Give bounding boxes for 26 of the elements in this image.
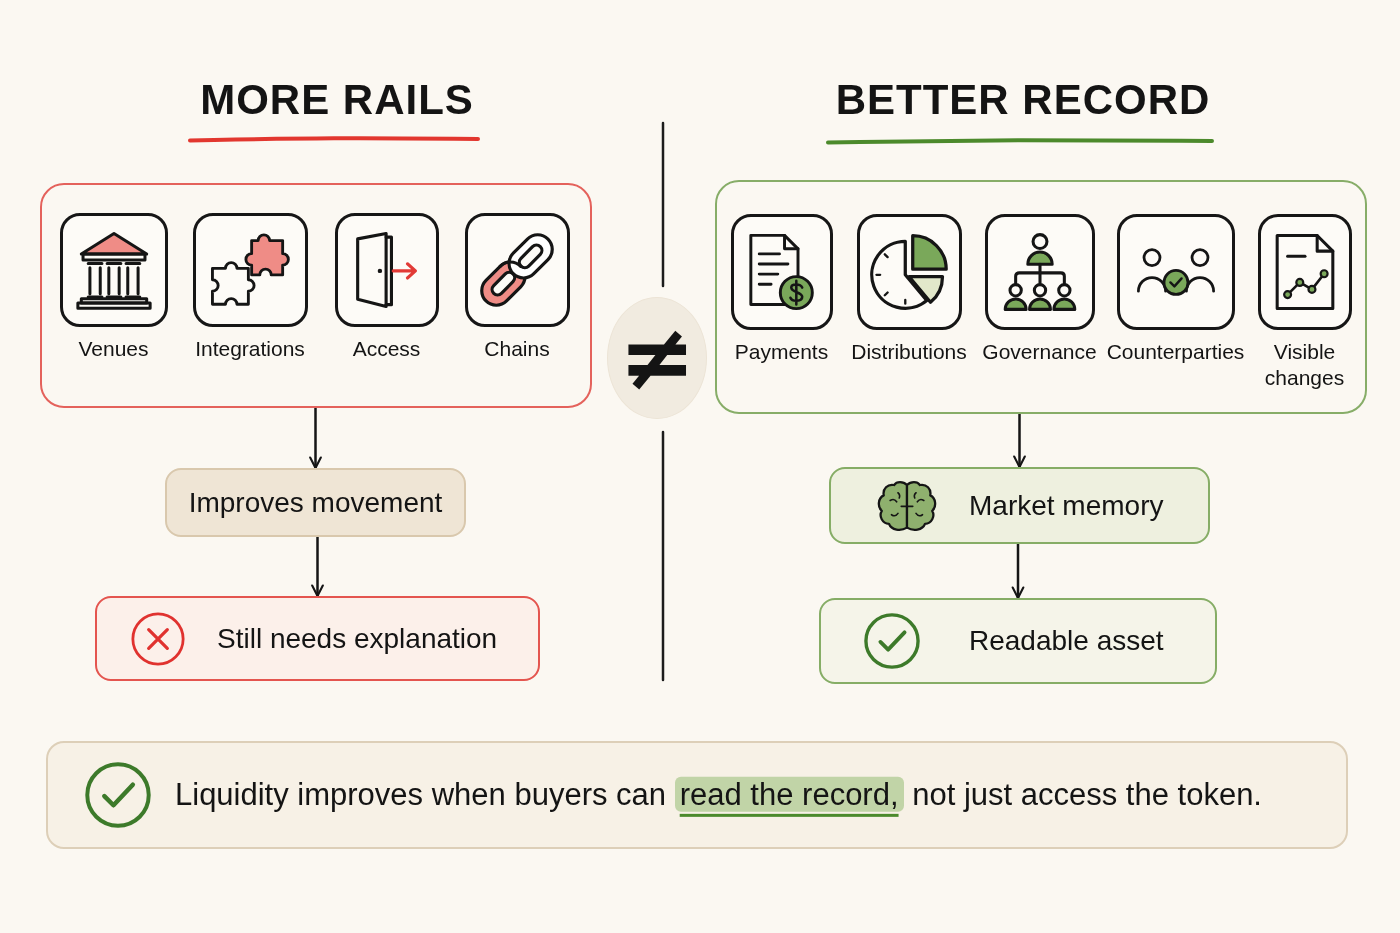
item-label: Payments: [734, 338, 829, 365]
step-card: [165, 468, 466, 537]
arrow: [1011, 542, 1025, 600]
item-label: Access: [352, 335, 421, 362]
summary-banner: [46, 741, 1348, 849]
section-title: MORE RAILS: [200, 76, 474, 125]
arrow: [309, 406, 322, 470]
step-label: Market memory: [969, 488, 1164, 523]
step-label: Still needs explanation: [217, 621, 498, 656]
item-label: Distributions: [851, 338, 967, 365]
step-label: Readable asset: [969, 624, 1164, 658]
summary-text: Liquidity improves when buyers can read the record, not just access the token.: [175, 775, 1262, 814]
step-card: [819, 598, 1217, 684]
item-label: Chains: [484, 335, 550, 362]
item-label: Counterparties: [1106, 338, 1245, 365]
item-label: Integrations: [195, 335, 305, 362]
not-equal-sign: ≠: [618, 312, 696, 404]
section-title: BETTER RECORD: [835, 76, 1211, 125]
item-label: Governance: [982, 338, 1097, 365]
step-label: Improves movement: [188, 485, 443, 520]
step-card: [829, 467, 1210, 544]
item-label: Venues: [78, 335, 149, 362]
arrow: [311, 535, 324, 598]
item-label: Visible changes: [1263, 338, 1346, 391]
arrow: [1013, 412, 1026, 469]
step-card: [95, 596, 540, 681]
